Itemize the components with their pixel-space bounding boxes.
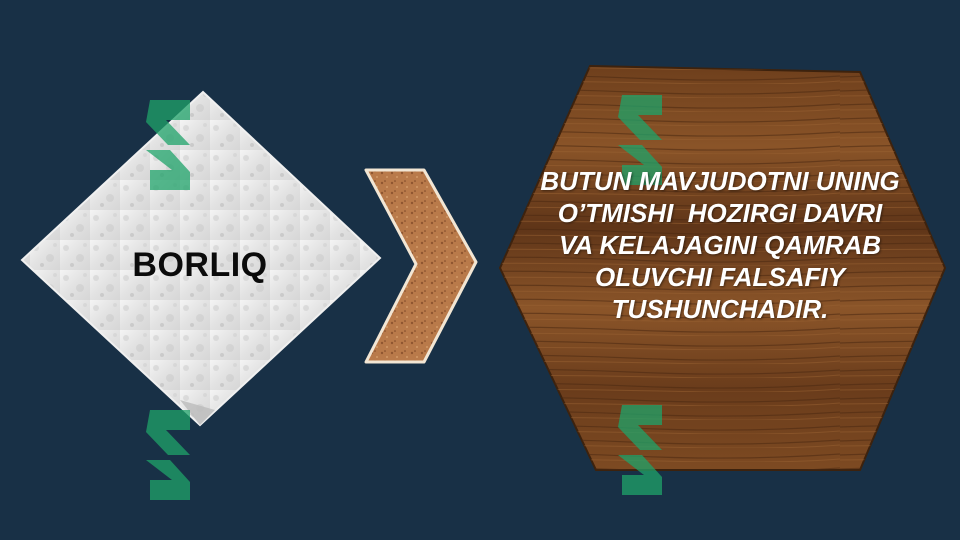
wood-hexagon — [498, 64, 947, 471]
definition-line: BUTUN MAVJUDOTNI UNING — [540, 166, 900, 196]
borliq-label: BORLIQ — [132, 245, 268, 284]
watermark-logo-icon — [146, 410, 190, 500]
cork-chevron — [364, 168, 478, 364]
definition-text: BUTUN MAVJUDOTNI UNING O’TMISHI HOZIRGI … — [495, 165, 945, 365]
marble-diamond — [20, 90, 382, 427]
definition-line: OLUVCHI FALSAFIY — [595, 262, 845, 292]
definition-line: VA KELAJAGINI QAMRAB — [558, 230, 882, 260]
definition-line: O’TMISHI HOZIRGI DAVRI — [557, 198, 883, 228]
definition-line: TUSHUNCHADIR. — [611, 294, 829, 324]
